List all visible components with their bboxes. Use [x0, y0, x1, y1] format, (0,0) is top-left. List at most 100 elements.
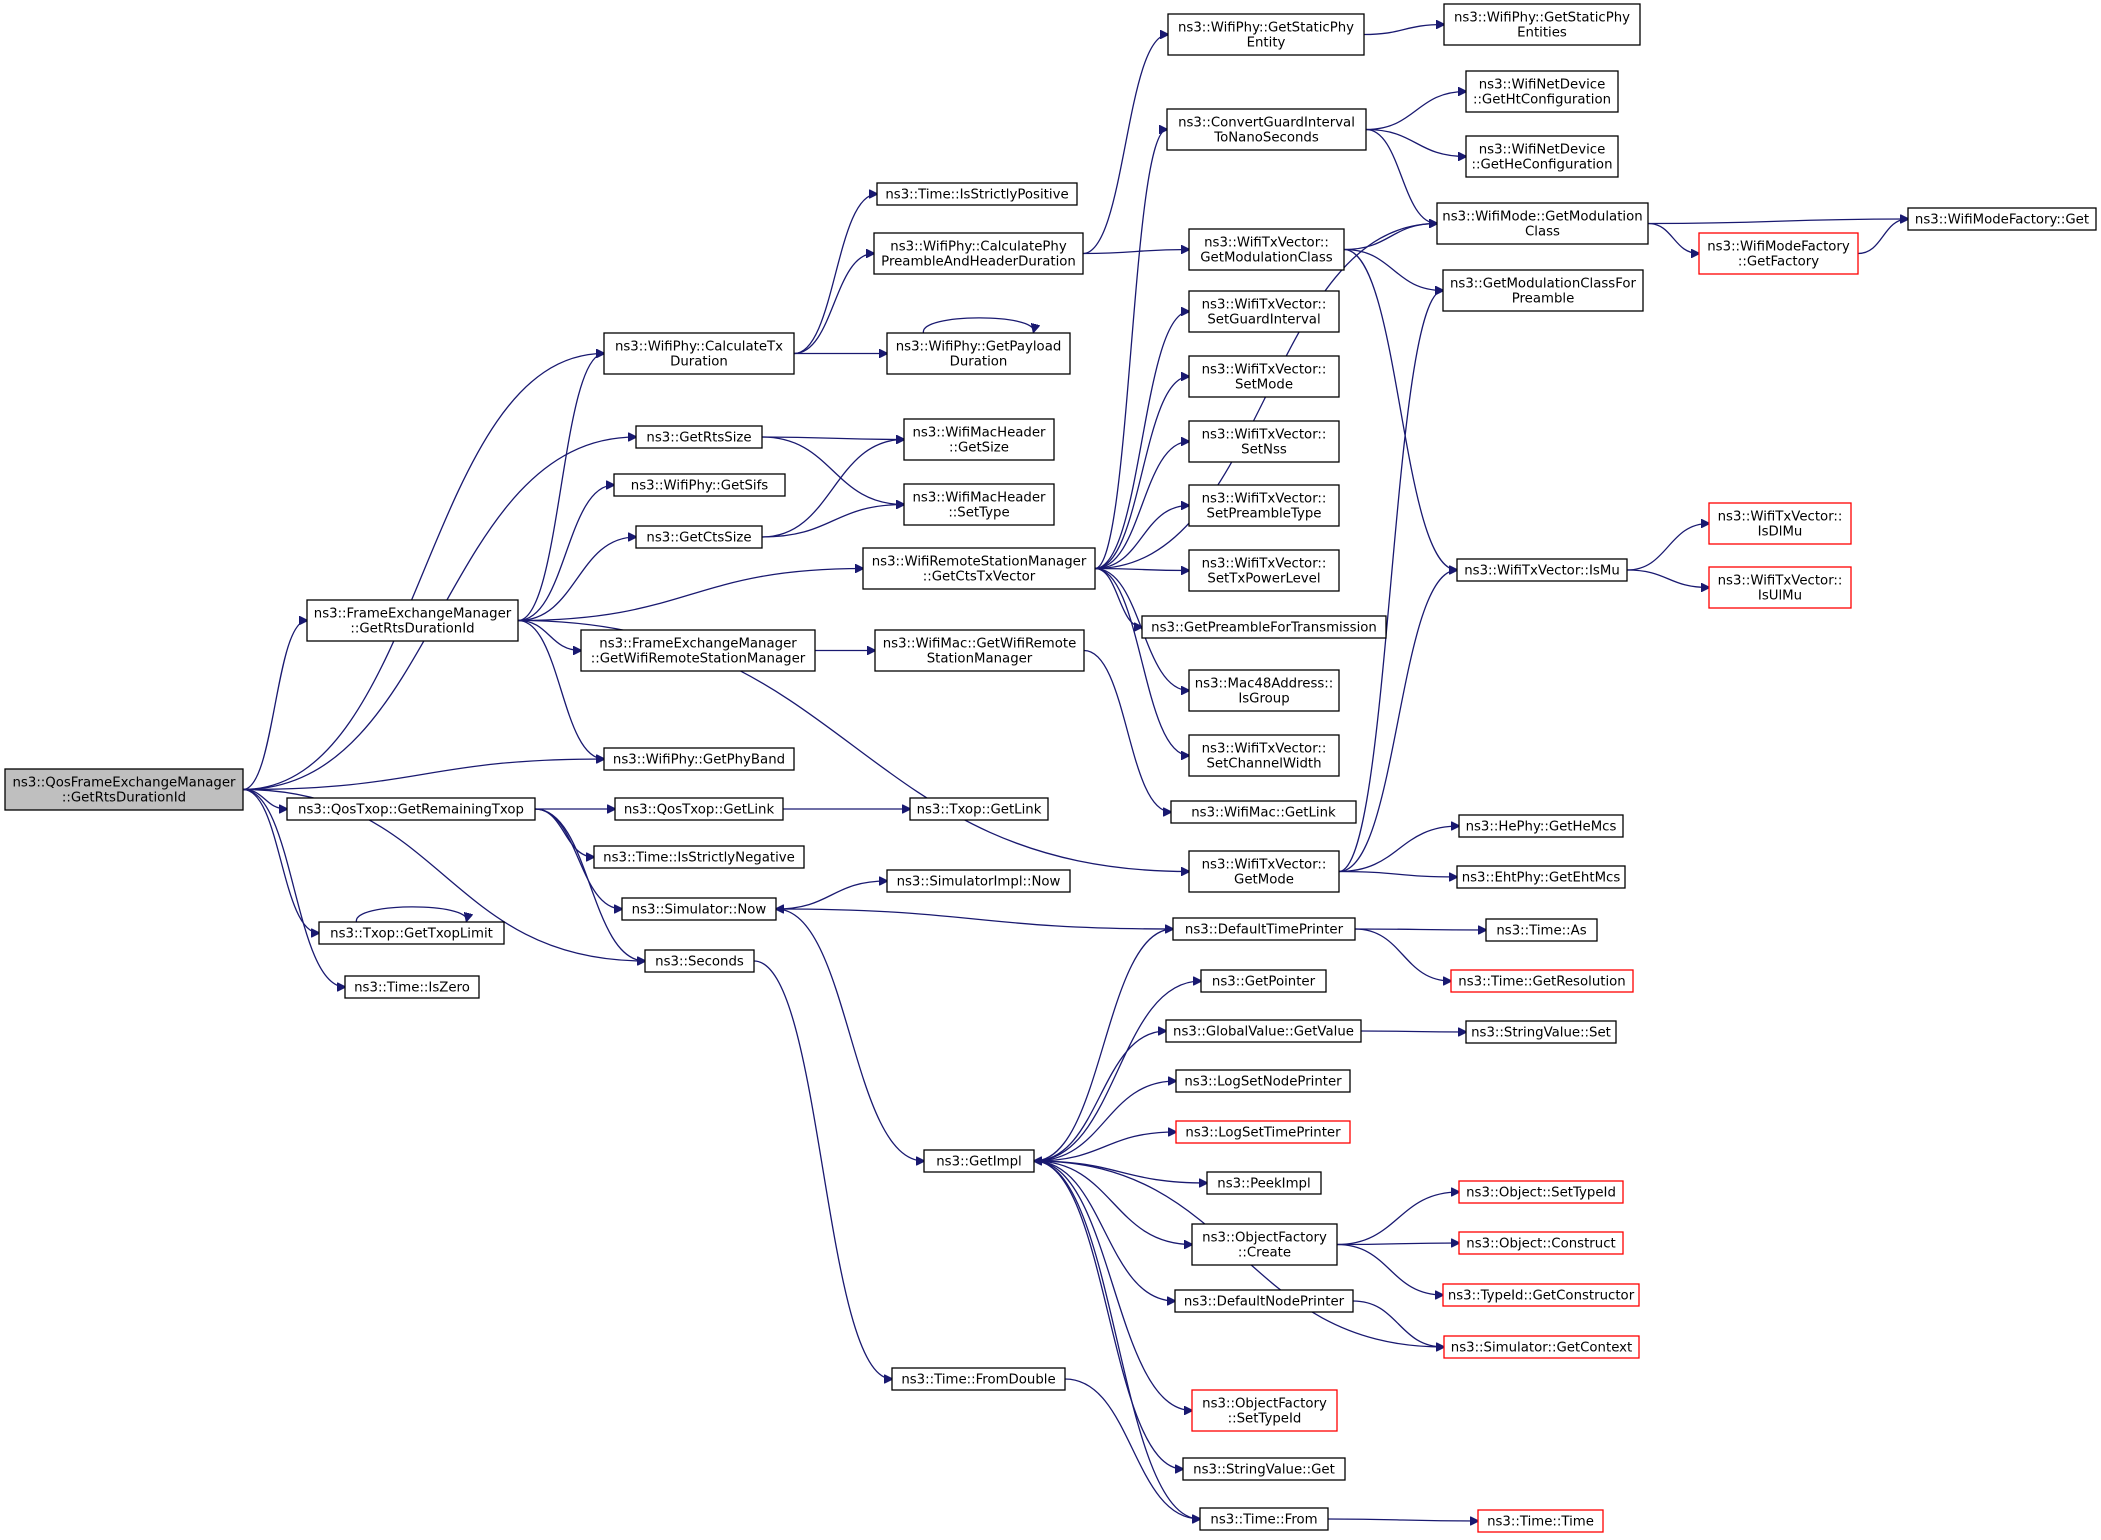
- call-edge-get-impl-to-def-node-printer: [1033, 1160, 1175, 1301]
- node-label: SetMode: [1235, 378, 1293, 393]
- function-node-txv-is-mu[interactable]: ns3::WifiTxVector::IsMu: [1456, 558, 1628, 582]
- function-node-is-group[interactable]: ns3::Mac48Address::IsGroup: [1188, 669, 1340, 712]
- function-node-fem-get-wrsm[interactable]: ns3::FrameExchangeManager::GetWifiRemote…: [580, 629, 816, 672]
- node-label: ns3::WifiPhy::GetSifs: [631, 479, 769, 494]
- function-node-set-preamble-type[interactable]: ns3::WifiTxVector::SetPreambleType: [1188, 484, 1340, 527]
- function-node-he-get-he-mcs[interactable]: ns3::HePhy::GetHeMcs: [1458, 814, 1624, 838]
- function-node-sv-get[interactable]: ns3::StringValue::Get: [1182, 1457, 1346, 1481]
- function-node-def-time-printer[interactable]: ns3::DefaultTimePrinter: [1172, 917, 1356, 941]
- function-node-time-as[interactable]: ns3::Time::As: [1485, 918, 1598, 942]
- node-label: IsUlMu: [1758, 589, 1802, 604]
- function-node-get-rem-txop[interactable]: ns3::QosTxop::GetRemainingTxop: [286, 797, 536, 821]
- function-node-of-create[interactable]: ns3::ObjectFactory::Create: [1191, 1223, 1338, 1266]
- function-node-time-time[interactable]: ns3::Time::Time: [1477, 1509, 1604, 1533]
- function-node-root[interactable]: ns3::QosFrameExchangeManager::GetRtsDura…: [4, 768, 244, 811]
- function-node-mode-get-mod-class[interactable]: ns3::WifiMode::GetModulationClass: [1436, 202, 1649, 245]
- node-label: Preamble: [1512, 292, 1575, 307]
- node-label: ns3::QosTxop::GetLink: [624, 803, 775, 818]
- function-node-get-phy-band[interactable]: ns3::WifiPhy::GetPhyBand: [603, 747, 795, 771]
- function-node-qos-get-link[interactable]: ns3::QosTxop::GetLink: [614, 797, 784, 821]
- function-node-gv-get-value[interactable]: ns3::GlobalValue::GetValue: [1165, 1019, 1362, 1043]
- function-node-txv-get-mode[interactable]: ns3::WifiTxVector::GetMode: [1188, 850, 1340, 893]
- call-edge-txv-get-mod-class-to-mode-get-mod-class: [1343, 224, 1437, 251]
- function-node-fem-get-rts[interactable]: ns3::FrameExchangeManager::GetRtsDuratio…: [306, 599, 519, 642]
- function-node-get-pointer[interactable]: ns3::GetPointer: [1200, 969, 1327, 993]
- function-node-time-get-res[interactable]: ns3::Time::GetResolution: [1450, 969, 1634, 993]
- node-label: ns3::QosFrameExchangeManager: [13, 776, 237, 791]
- call-edge-fem-get-rts-to-get-sifs: [517, 485, 614, 622]
- function-node-mode-factory-get[interactable]: ns3::WifiModeFactory::Get: [1907, 207, 2097, 231]
- function-node-set-mode[interactable]: ns3::WifiTxVector::SetMode: [1188, 355, 1340, 398]
- function-node-sim-get-context[interactable]: ns3::Simulator::GetContext: [1443, 1335, 1640, 1359]
- function-node-is-dl-mu[interactable]: ns3::WifiTxVector::IsDlMu: [1708, 502, 1852, 545]
- function-node-from-double[interactable]: ns3::Time::FromDouble: [891, 1367, 1066, 1391]
- function-node-of-set-type-id[interactable]: ns3::ObjectFactory::SetTypeId: [1191, 1389, 1338, 1432]
- function-node-get-rts-size[interactable]: ns3::GetRtsSize: [635, 425, 763, 449]
- function-node-is-strictly-pos[interactable]: ns3::Time::IsStrictlyPositive: [876, 182, 1078, 206]
- function-node-mode-factory-get-factory[interactable]: ns3::WifiModeFactory::GetFactory: [1698, 232, 1859, 275]
- node-box: [903, 418, 1055, 461]
- function-node-seconds[interactable]: ns3::Seconds: [644, 949, 755, 973]
- node-box: [635, 425, 763, 449]
- function-node-get-he-conf[interactable]: ns3::WifiNetDevice::GetHeConfiguration: [1465, 135, 1619, 178]
- function-node-is-strictly-neg[interactable]: ns3::Time::IsStrictlyNegative: [593, 845, 805, 869]
- node-label: ns3::GetCtsSize: [646, 531, 751, 546]
- function-node-def-node-printer[interactable]: ns3::DefaultNodePrinter: [1174, 1289, 1354, 1313]
- function-node-is-ul-mu[interactable]: ns3::WifiTxVector::IsUlMu: [1708, 566, 1852, 609]
- function-node-obj-set-type-id[interactable]: ns3::Object::SetTypeId: [1458, 1180, 1624, 1204]
- function-node-is-zero[interactable]: ns3::Time::IsZero: [344, 975, 480, 999]
- function-node-calc-preamble[interactable]: ns3::WifiPhy::CalculatePhyPreambleAndHea…: [873, 232, 1084, 275]
- function-node-set-gi[interactable]: ns3::WifiTxVector::SetGuardInterval: [1188, 290, 1340, 333]
- function-node-txv-get-mod-class[interactable]: ns3::WifiTxVector::GetModulationClass: [1188, 228, 1345, 271]
- function-node-type-id-get-ctor[interactable]: ns3::TypeId::GetConstructor: [1442, 1283, 1640, 1307]
- call-edge-txv-get-mod-class-to-get-mod-class-pre: [1343, 248, 1443, 291]
- function-node-mac-get-link[interactable]: ns3::WifiMac::GetLink: [1170, 800, 1357, 824]
- function-node-get-cts-tx-vector[interactable]: ns3::WifiRemoteStationManager::GetCtsTxV…: [862, 547, 1096, 590]
- function-node-set-ch-width[interactable]: ns3::WifiTxVector::SetChannelWidth: [1188, 734, 1340, 777]
- node-label: ns3::Time::As: [1496, 924, 1586, 939]
- function-node-mac-set-type[interactable]: ns3::WifiMacHeader::SetType: [903, 483, 1055, 526]
- function-node-get-cts-size[interactable]: ns3::GetCtsSize: [635, 525, 763, 549]
- function-node-mac-get-size[interactable]: ns3::WifiMacHeader::GetSize: [903, 418, 1055, 461]
- function-node-sv-set[interactable]: ns3::StringValue::Set: [1465, 1020, 1617, 1044]
- node-label: ns3::Simulator::Now: [632, 903, 767, 918]
- node-label: ns3::WifiTxVector::: [1202, 742, 1327, 757]
- node-label: ns3::DefaultNodePrinter: [1184, 1295, 1345, 1310]
- function-node-peek-impl[interactable]: ns3::PeekImpl: [1206, 1171, 1322, 1195]
- function-node-eht-get-eht-mcs[interactable]: ns3::EhtPhy::GetEhtMcs: [1456, 865, 1626, 889]
- function-node-sim-now[interactable]: ns3::Simulator::Now: [621, 897, 777, 921]
- function-node-get-txop-limit[interactable]: ns3::Txop::GetTxopLimit: [318, 921, 505, 945]
- function-node-log-set-time[interactable]: ns3::LogSetTimePrinter: [1175, 1120, 1351, 1144]
- function-node-get-impl[interactable]: ns3::GetImpl: [923, 1149, 1035, 1173]
- function-node-get-preamble-tx[interactable]: ns3::GetPreambleForTransmission: [1141, 615, 1387, 639]
- node-box: [1175, 1069, 1351, 1093]
- function-node-time-from[interactable]: ns3::Time::From: [1199, 1507, 1329, 1531]
- node-label: ToNanoSeconds: [1213, 131, 1319, 146]
- call-edge-sim-now-to-sim-impl-now: [775, 881, 887, 910]
- call-edge-def-node-printer-to-sim-get-context: [1352, 1300, 1444, 1347]
- call-edge-get-rem-txop-to-is-strictly-neg: [534, 808, 594, 857]
- node-box: [1442, 269, 1644, 312]
- node-box: [613, 473, 786, 497]
- function-node-set-nss[interactable]: ns3::WifiTxVector::SetNss: [1188, 420, 1340, 463]
- function-node-txop-get-link[interactable]: ns3::Txop::GetLink: [909, 797, 1049, 821]
- call-edge-calc-preamble-to-txv-get-mod-class: [1082, 250, 1189, 255]
- node-box: [644, 949, 755, 973]
- node-label: ns3::Time::IsStrictlyPositive: [885, 188, 1068, 203]
- function-node-get-sifs[interactable]: ns3::WifiPhy::GetSifs: [613, 473, 786, 497]
- node-label: Entities: [1517, 26, 1567, 41]
- function-node-set-tx-power[interactable]: ns3::WifiTxVector::SetTxPowerLevel: [1188, 549, 1340, 592]
- function-node-sim-impl-now[interactable]: ns3::SimulatorImpl::Now: [886, 869, 1071, 893]
- function-node-log-set-node[interactable]: ns3::LogSetNodePrinter: [1175, 1069, 1351, 1093]
- node-box: [306, 599, 519, 642]
- function-node-mac-get-wrsm[interactable]: ns3::WifiMac::GetWifiRemoteStationManage…: [874, 629, 1085, 672]
- function-node-get-ht-conf[interactable]: ns3::WifiNetDevice::GetHtConfiguration: [1465, 70, 1619, 113]
- function-node-obj-construct[interactable]: ns3::Object::Construct: [1458, 1231, 1624, 1255]
- node-label: ns3::Simulator::GetContext: [1451, 1341, 1632, 1356]
